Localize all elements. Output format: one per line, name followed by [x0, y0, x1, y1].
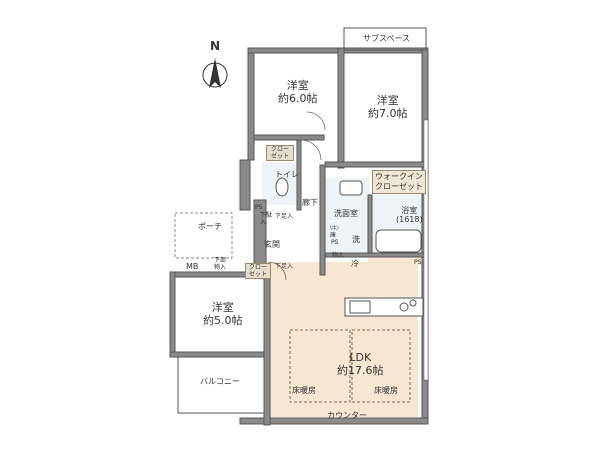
- compass-label: N: [210, 39, 221, 53]
- linen-label: ﾘﾈﾝ 庫: [330, 225, 340, 239]
- kitchen-counter: [344, 297, 424, 317]
- ps-label-1: PS: [331, 239, 339, 246]
- ps-label-2: PS: [255, 204, 263, 211]
- ldk-room: LDK 約17.6帖: [337, 351, 384, 377]
- closet-1-label: クロー ゼット: [266, 145, 294, 161]
- room-size: 約7.0帖: [368, 106, 408, 120]
- room-name: 洋室: [211, 301, 234, 314]
- sink: [349, 300, 371, 314]
- shoe-box-label: 下駄 入: [260, 212, 273, 226]
- door-arc-2: [267, 261, 287, 281]
- washroom-label: 洗面室: [334, 209, 358, 218]
- room-name: LDK: [349, 351, 372, 364]
- closet-2-label: クロー ゼット: [245, 263, 271, 279]
- room-size: 約6.0帖: [278, 91, 318, 105]
- stove-2: [409, 299, 417, 307]
- sub-space-label: サブスペース: [363, 34, 411, 43]
- compass-icon: [202, 58, 228, 88]
- bath-label: 浴室 (1618): [396, 206, 423, 225]
- under-storage-label: 下部 物入: [214, 257, 227, 271]
- counter-label: カウンター: [327, 411, 367, 420]
- wash-basin: [339, 180, 363, 196]
- floor-heating-label-1: 床暖房: [292, 386, 316, 395]
- ldk-floor: [268, 262, 418, 417]
- door-arc-3: [306, 111, 326, 131]
- room-name: 洋室: [286, 79, 309, 92]
- sub-space-box: [343, 27, 427, 51]
- western-room-3: 洋室 約5.0帖: [203, 301, 243, 327]
- window-right: [423, 119, 429, 381]
- ps-label-3: PS: [414, 259, 422, 266]
- western-room-1: 洋室 約6.0帖: [278, 79, 318, 105]
- storage-label: 物入: [332, 252, 345, 259]
- balcony-box: [177, 356, 265, 414]
- balcony-label: バルコニー: [200, 377, 240, 386]
- entrance-label: 玄関: [264, 240, 280, 249]
- stove-1: [399, 302, 409, 312]
- bathtub: [375, 229, 422, 253]
- door-arc-1: [300, 139, 322, 161]
- floor-heat-area-1: [289, 329, 351, 403]
- shoe-storage-label-1: 下足入: [275, 213, 294, 220]
- toilet-label: トイレ: [275, 170, 299, 179]
- fridge-label: 冷: [351, 259, 359, 268]
- ldk-floor-upper: [368, 255, 428, 265]
- toilet-fixture: [275, 177, 289, 197]
- washer-label: 洗: [352, 235, 360, 244]
- room-name: 洋室: [376, 94, 399, 107]
- western-room-2: 洋室 約7.0帖: [368, 94, 408, 120]
- shoe-storage-label-2: 下足入: [275, 263, 294, 270]
- room-size: 約5.0帖: [203, 313, 243, 327]
- floor-heating-label-2: 床暖房: [374, 386, 398, 395]
- room-size: 約17.6帖: [337, 363, 384, 377]
- mb-label: MB: [186, 262, 199, 271]
- hallway-label: 廊下: [302, 198, 318, 207]
- walk-in-closet-label: ウォークイン クローゼット: [372, 170, 426, 194]
- porch-label: ポーチ: [198, 222, 222, 231]
- porch-box: [174, 212, 233, 259]
